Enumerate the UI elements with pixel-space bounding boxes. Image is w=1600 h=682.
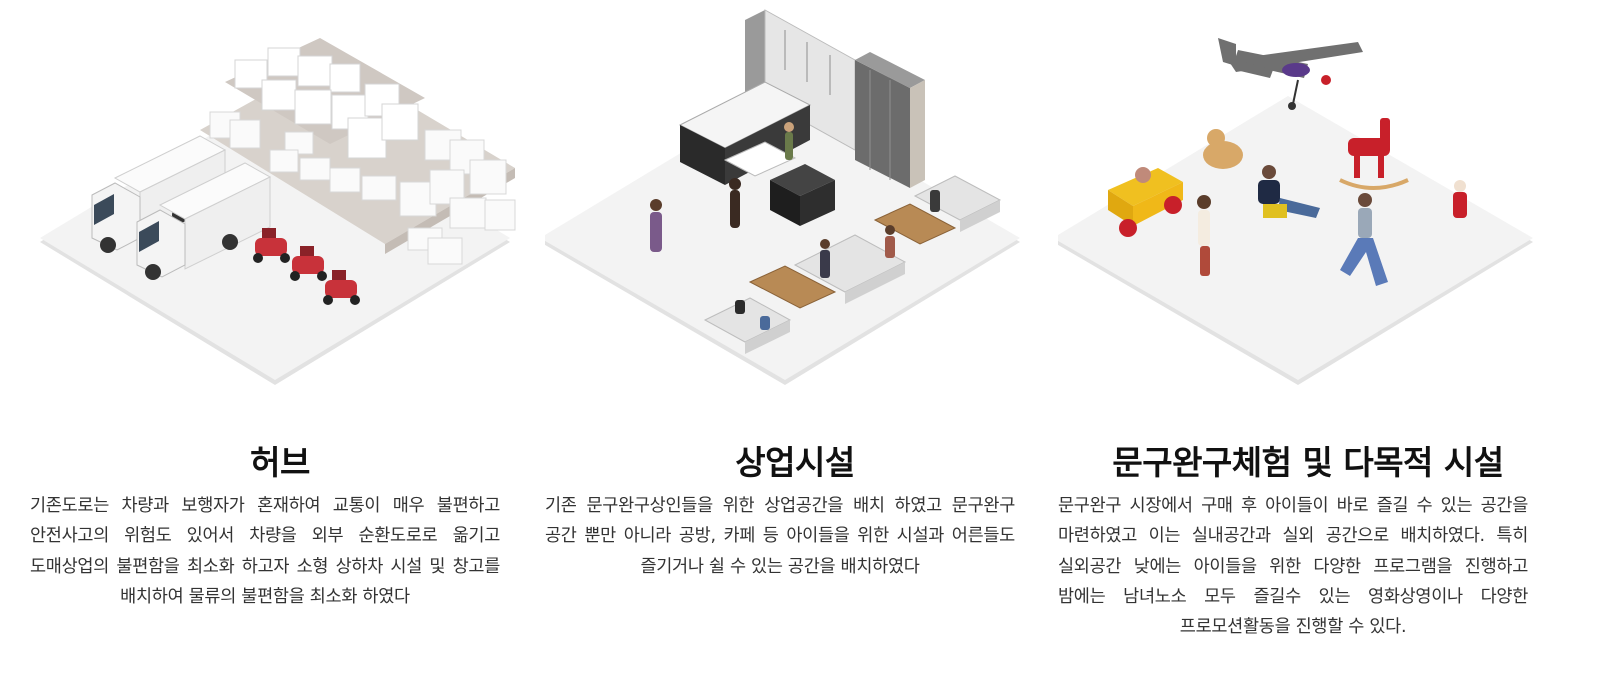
section-title: 상업시설 (735, 443, 855, 482)
experience-illustration (1058, 0, 1558, 400)
section-description: 기존 문구완구상인들을 위한 상업공간을 배치 하였고 문구완구 공간 뿐만 아… (545, 496, 1016, 577)
section-description: 기존도로는 차량과 보행자가 혼재하여 교통이 매우 불편하고 안전사고의 위험… (30, 496, 500, 607)
section-description: 문구완구 시장에서 구매 후 아이들이 바로 즐길 수 있는 공간을 마련하였고… (1058, 496, 1528, 638)
section-experience: 문구완구체험 및 다목적 시설 문구완구 시장에서 구매 후 아이들이 바로 즐… (1058, 0, 1558, 682)
commercial-illustration (545, 0, 1045, 400)
section-commercial: 상업시설 기존 문구완구상인들을 위한 상업공간을 배치 하였고 문구완구 공간… (545, 0, 1045, 682)
section-hub: 허브 기존도로는 차량과 보행자가 혼재하여 교통이 매우 불편하고 안전사고의… (30, 0, 530, 682)
section-title: 문구완구체험 및 다목적 시설 (1112, 443, 1504, 482)
hub-isometric-image (40, 38, 516, 385)
experience-isometric-image (1058, 38, 1533, 385)
hub-illustration (30, 0, 530, 400)
commercial-isometric-image (545, 9, 1020, 385)
section-title: 허브 (250, 443, 310, 482)
